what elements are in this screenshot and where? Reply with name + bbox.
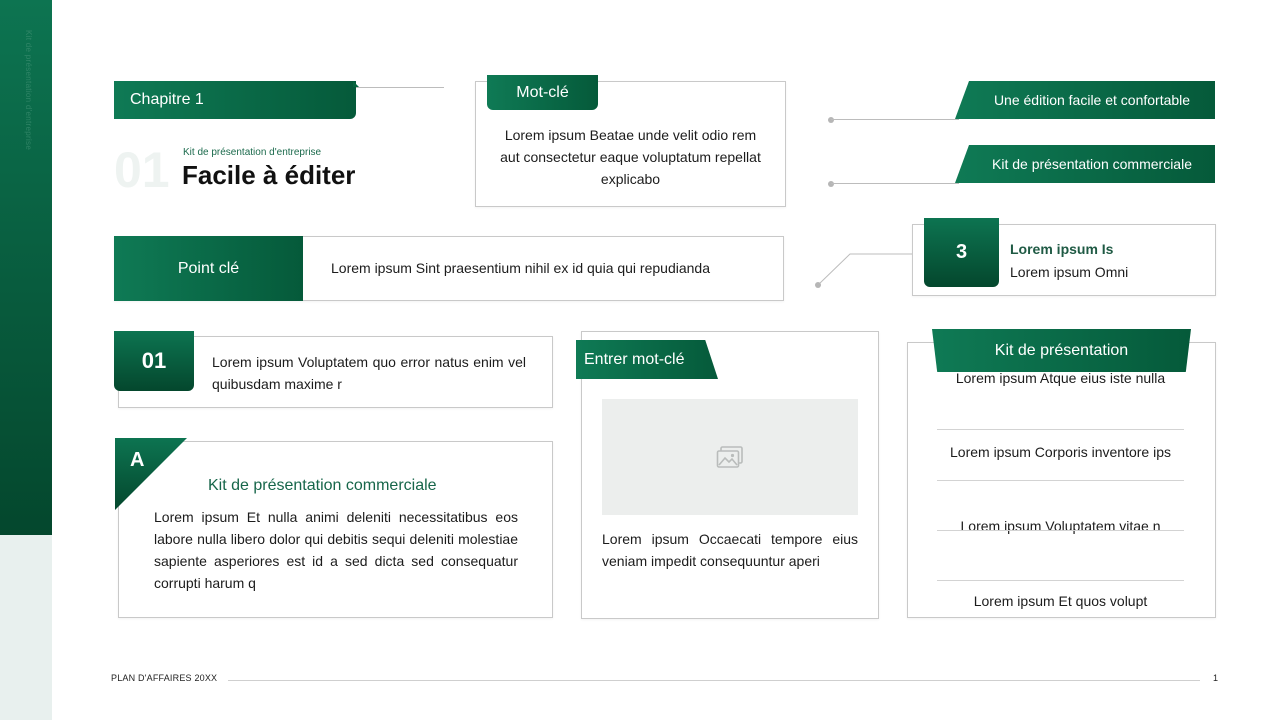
step-connector (815, 253, 914, 288)
list-divider (937, 429, 1184, 430)
list-item: Lorem ipsum Atque eius iste nulla (955, 370, 1166, 386)
connector-line (831, 119, 959, 120)
chapter-tab: Chapitre 1 (114, 81, 356, 119)
list-item: Lorem ipsum Voluptatem vitae n (960, 518, 1161, 534)
keyword-tab: Mot-clé (487, 75, 598, 110)
entry-tab-label: Entrer mot-clé (584, 350, 685, 368)
card-a (118, 441, 553, 618)
ribbon-easy-edit: Une édition facile et confortable (955, 81, 1215, 119)
page-title: Facile à éditer (182, 160, 356, 190)
numbered-number: 01 (141, 348, 167, 373)
card-a-letter: A (130, 449, 145, 471)
key-point-tab: Point clé (114, 236, 303, 301)
chapter-subtitle: Kit de présentation d'entreprise (183, 147, 322, 158)
list-item: Lorem ipsum Et quos volupt (973, 593, 1148, 609)
rail-vertical-text: Kit de présentation d'entreprise (24, 30, 33, 151)
key-point-text: Lorem ipsum Sint praesentium nihil ex id… (331, 260, 710, 276)
image-placeholder[interactable] (602, 399, 858, 515)
chapter-number: 01 (114, 142, 170, 198)
connector-dot (828, 181, 834, 187)
left-rail-footer (0, 535, 52, 720)
step-subtitle: Lorem ipsum Omni (1010, 264, 1129, 280)
left-rail (0, 0, 52, 535)
numbered-text: Lorem ipsum Voluptatem quo error natus e… (212, 354, 526, 392)
keyword-tab-label: Mot-clé (516, 83, 569, 101)
step-number: 3 (955, 241, 968, 263)
list-divider (937, 580, 1184, 581)
list-divider (937, 530, 1184, 531)
chapter-tab-fold (353, 81, 359, 87)
step-number-badge: 3 (924, 218, 999, 287)
footer-label: PLAN D'AFFAIRES 20XX (111, 673, 218, 683)
page-number: 1 (1213, 673, 1219, 683)
footer-rule (228, 680, 1200, 681)
entry-tab: Entrer mot-clé (576, 340, 718, 379)
ribbon-label: Kit de présentation commerciale (992, 156, 1192, 172)
kit-list-tab-label: Kit de présentation (994, 341, 1129, 359)
card-a-title: Kit de présentation commerciale (208, 477, 437, 494)
card-a-text: Lorem ipsum Et nulla animi deleniti nece… (154, 509, 518, 591)
numbered-badge: 01 (114, 331, 194, 391)
image-placeholder-icon (716, 446, 743, 468)
keyword-text: Lorem ipsum Beatae unde velit odio rem a… (500, 127, 761, 187)
step-title: Lorem ipsum Is (1010, 241, 1114, 257)
key-point-label: Point clé (177, 259, 240, 277)
chapter-tab-label: Chapitre 1 (130, 91, 204, 108)
ribbon-label: Une édition facile et confortable (993, 92, 1191, 108)
ribbon-commercial-kit: Kit de présentation commerciale (955, 145, 1215, 183)
list-divider (937, 480, 1184, 481)
entry-text: Lorem ipsum Occaecati tempore eius venia… (602, 531, 858, 569)
connector-line (831, 183, 959, 184)
list-item: Lorem ipsum Corporis inventore ips (950, 444, 1171, 460)
chapter-connector-line (356, 87, 444, 88)
connector-dot (828, 117, 834, 123)
kit-list-tab: Kit de présentation (932, 329, 1191, 372)
